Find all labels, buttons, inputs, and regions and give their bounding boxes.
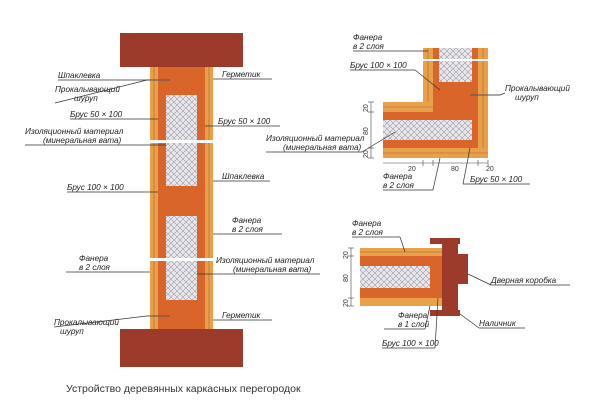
label-screw-top-2: шуруп bbox=[74, 94, 98, 103]
label-corner-plywood-bottom: Фанера bbox=[383, 172, 413, 181]
label-insulation-left-2: (минеральная вата) bbox=[43, 136, 122, 145]
dim-corner-80b: 80 bbox=[451, 166, 459, 173]
label-insulation-right: Изоляционный материал bbox=[216, 256, 315, 265]
dim-door-20b: 20 bbox=[343, 299, 350, 307]
label-corner-plywood-top-2: в 2 слоя bbox=[353, 42, 384, 51]
label-plywood-right: Фанера bbox=[232, 216, 262, 225]
dim-corner-20d: 20 bbox=[486, 166, 494, 173]
label-corner-plywood-top: Фанера bbox=[353, 33, 383, 42]
label-plywood-right-2: в 2 слоя bbox=[232, 225, 263, 234]
vertical-partition bbox=[120, 33, 243, 367]
label-brus-right: Брус 50 × 100 bbox=[218, 117, 271, 126]
corner-brus-100 bbox=[433, 82, 478, 112]
door-dimensions: 20 80 20 bbox=[343, 251, 350, 307]
label-door-brus-100: Брус 100 × 100 bbox=[382, 339, 439, 348]
door-trim-top bbox=[430, 238, 460, 244]
label-screw-bottom: Прокалывающий bbox=[54, 318, 119, 327]
label-plywood-left: Фанера bbox=[79, 254, 109, 263]
label-door-trim: Наличник bbox=[479, 319, 517, 328]
label-corner-brus-50: Брус 50 × 100 bbox=[470, 175, 523, 184]
middle-stud bbox=[158, 186, 205, 216]
corner-insulation-vertical bbox=[439, 48, 472, 82]
door-trim-bottom bbox=[430, 310, 460, 316]
label-door-frame: Дверная коробка bbox=[490, 276, 557, 285]
dim-corner-20a: 20 bbox=[363, 104, 370, 112]
label-screw-bottom-2: шуруп bbox=[60, 327, 84, 336]
door-labels: Фанера в 2 слоя Дверная коробка Наличник… bbox=[352, 219, 570, 349]
dim-door-20a: 20 bbox=[343, 251, 350, 259]
top-stud bbox=[158, 67, 205, 95]
label-door-plywood-top: Фанера bbox=[352, 219, 382, 228]
label-corner-screw: Прокалывающий bbox=[505, 84, 570, 93]
label-corner-plywood-bottom-2: в 2 слоя bbox=[383, 181, 414, 190]
corner-dimensions: 20 80 20 20 80 20 bbox=[363, 104, 494, 173]
floor-slab bbox=[120, 329, 243, 367]
left-labels-leftside: Шпаклевка Прокалывающий шуруп Брус 50 × … bbox=[25, 71, 166, 336]
label-corner-insulation: Изоляционный материал bbox=[266, 134, 365, 143]
ceiling-slab bbox=[120, 33, 243, 67]
dim-door-80: 80 bbox=[343, 274, 350, 282]
label-brus-100: Брус 100 × 100 bbox=[67, 183, 124, 192]
label-shpaklevka: Шпаклевка bbox=[58, 71, 101, 80]
label-germetik-top: Герметик bbox=[222, 70, 262, 79]
door-frame bbox=[442, 244, 458, 310]
label-door-plywood-bottom-2: в 1 слой bbox=[398, 320, 430, 329]
corner-labels: Фанера в 2 слоя Брус 100 × 100 Прокалыва… bbox=[266, 33, 570, 191]
dim-corner-20c: 20 bbox=[408, 166, 416, 173]
corner-junction bbox=[368, 48, 500, 166]
label-shpaklevka-right: Шпаклевка bbox=[222, 172, 265, 181]
diagram-caption: Устройство деревянных каркасных перегоро… bbox=[66, 383, 301, 395]
label-door-plywood-bottom: Фанера bbox=[398, 311, 428, 320]
label-corner-screw-2: шуруп bbox=[515, 93, 539, 102]
left-labels-rightside: Герметик Брус 50 × 100 Шпаклевка Фанера … bbox=[197, 70, 320, 321]
label-plywood-left-2: в 2 слоя bbox=[79, 263, 110, 272]
dim-corner-80a: 80 bbox=[363, 127, 370, 135]
label-germetik-bottom: Герметик bbox=[222, 311, 262, 320]
label-brus-left: Брус 50 × 100 bbox=[70, 110, 123, 119]
label-door-plywood-top-2: в 2 слоя bbox=[352, 228, 383, 237]
label-insulation-left: Изоляционный материал bbox=[25, 127, 124, 136]
label-insulation-right-2: (минеральная вата) bbox=[233, 265, 312, 274]
label-corner-brus-100: Брус 100 × 100 bbox=[350, 61, 407, 70]
bottom-stud bbox=[158, 300, 205, 329]
dim-corner-20b: 20 bbox=[363, 150, 370, 158]
door-junction bbox=[348, 238, 468, 316]
door-insulation bbox=[360, 266, 430, 288]
label-screw-top: Прокалывающий bbox=[55, 85, 120, 94]
corner-insulation-horizontal bbox=[383, 120, 478, 140]
label-corner-insulation-2: (минеральная вата) bbox=[283, 143, 362, 152]
